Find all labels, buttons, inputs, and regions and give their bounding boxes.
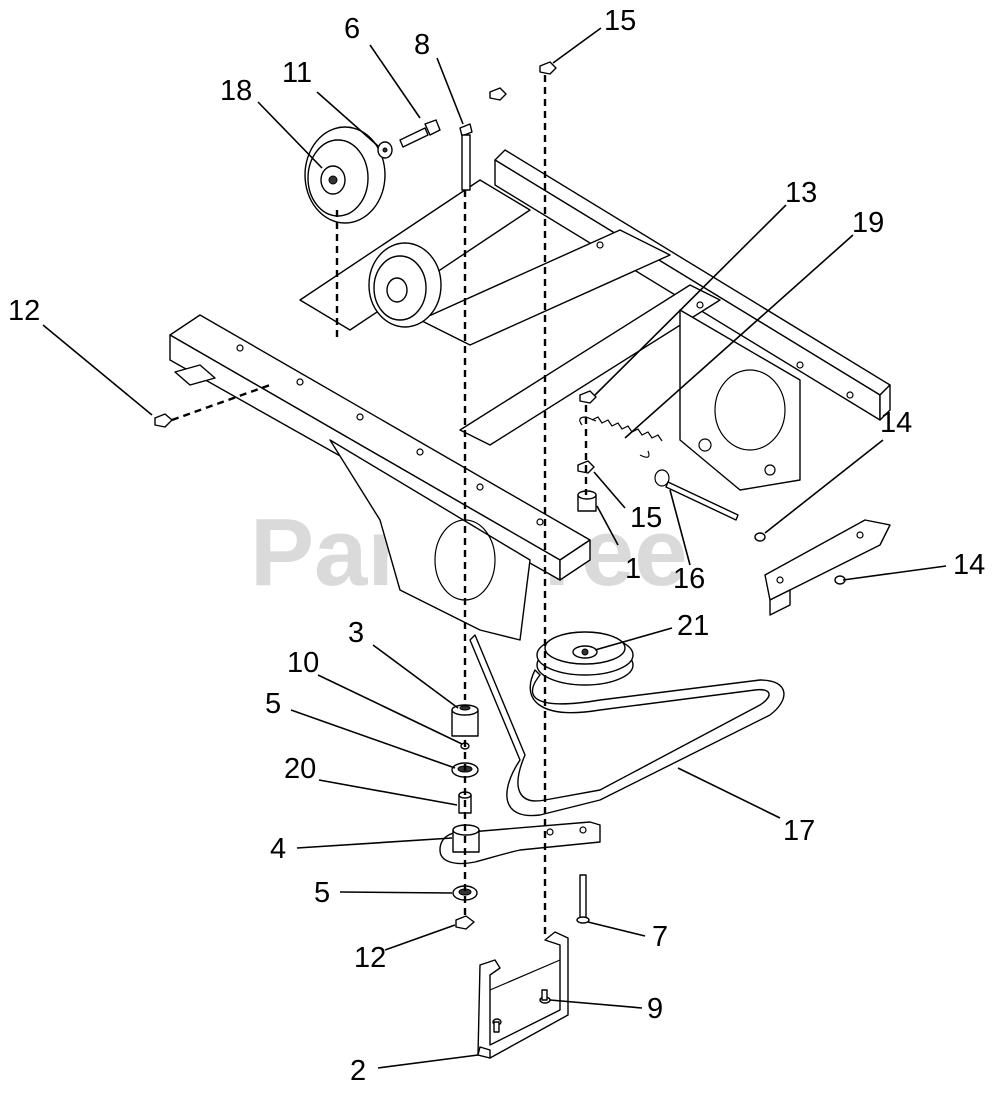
callout-19: 19 <box>852 207 884 239</box>
callout-21: 21 <box>677 610 709 642</box>
belt-17 <box>469 634 785 817</box>
callout-5: 5 <box>265 688 281 720</box>
bolt-9 <box>539 989 551 1004</box>
assembly-center-lines <box>171 75 588 935</box>
callout-10: 10 <box>287 647 319 679</box>
callout-15: 15 <box>604 5 636 37</box>
nut-13 <box>579 390 597 404</box>
nut-top <box>489 87 507 101</box>
callout-12: 12 <box>354 942 386 974</box>
callout-3: 3 <box>348 617 364 649</box>
callout-8: 8 <box>414 29 430 61</box>
nut-15-top <box>539 61 557 75</box>
callout-7: 7 <box>652 921 668 953</box>
callout-14: 14 <box>880 407 912 439</box>
bolt-6 <box>399 119 441 148</box>
callout-5: 5 <box>314 877 330 909</box>
nut-12-lower <box>455 915 475 930</box>
callout-labels: 6 8 15 11 18 13 19 12 14 15 1 16 14 21 3… <box>8 5 985 1087</box>
callout-11: 11 <box>282 57 312 89</box>
callout-17: 17 <box>783 815 815 847</box>
callout-18: 18 <box>220 75 252 107</box>
spring-19 <box>579 416 663 458</box>
washer-11 <box>377 141 393 159</box>
leader-lines <box>42 27 947 1069</box>
idler-pulley-18 <box>304 126 386 224</box>
callout-4: 4 <box>270 833 286 865</box>
callout-14: 14 <box>953 549 985 581</box>
callout-2: 2 <box>350 1055 366 1087</box>
nut-12-left <box>154 413 173 428</box>
bracket-2 <box>477 931 569 1059</box>
bolt-14-upper <box>754 532 766 542</box>
callout-1: 1 <box>625 553 641 585</box>
bolt-8 <box>459 123 473 191</box>
callout-20: 20 <box>284 753 316 785</box>
drive-pulley-21 <box>536 631 634 686</box>
callout-15: 15 <box>630 502 662 534</box>
callout-6: 6 <box>344 13 360 45</box>
callout-13: 13 <box>785 177 817 209</box>
callout-16: 16 <box>673 563 705 595</box>
callout-9: 9 <box>647 993 663 1025</box>
callout-12: 12 <box>8 295 40 327</box>
idler-arm-4 <box>439 821 601 865</box>
rod-16 <box>654 469 739 521</box>
mower-frame <box>169 149 891 641</box>
bushing-3 <box>451 704 479 737</box>
bolt-7 <box>576 874 590 924</box>
side-bracket <box>764 519 891 616</box>
